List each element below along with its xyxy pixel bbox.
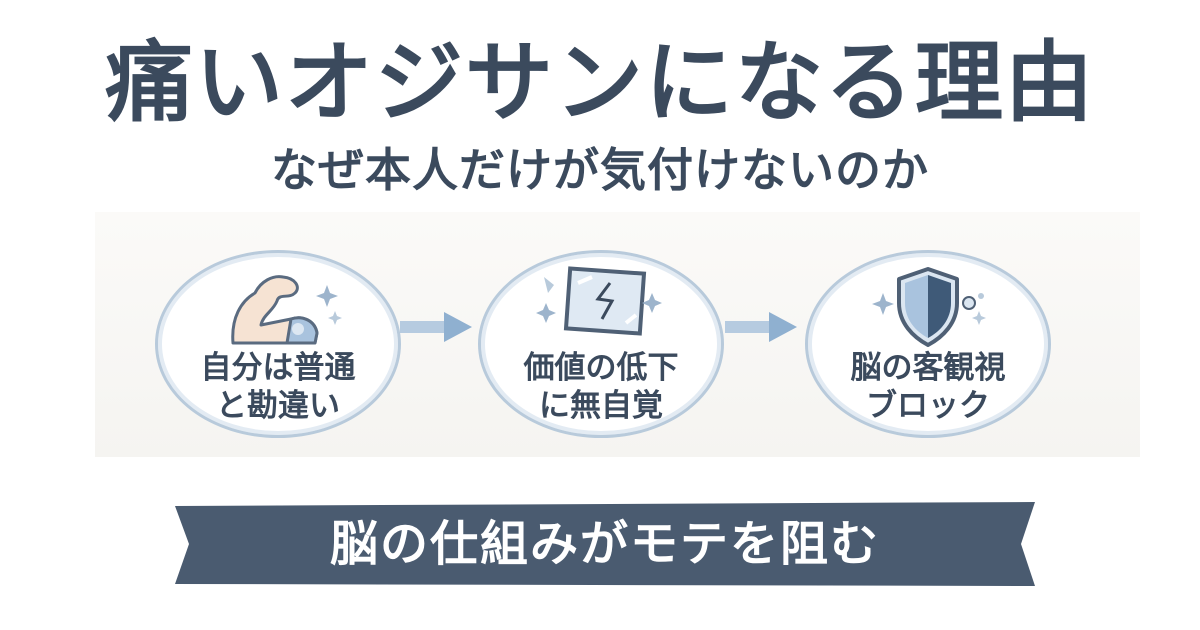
page-subtitle: なぜ本人だけが気付けないのか <box>271 143 929 197</box>
step-2-label: 価値の低下 に無自覚 <box>523 350 679 424</box>
step-2-circle: 価値の低下 に無自覚 <box>478 250 724 438</box>
bottom-banner <box>175 502 1035 586</box>
arrow-right-icon <box>400 312 472 342</box>
page-title: 痛いオジサンになる理由 <box>104 31 1095 134</box>
banner-text: 脳の仕組みがモテを阻む <box>329 516 880 572</box>
shield-icon <box>853 263 1003 349</box>
step-3-circle: 脳の客観視 ブロック <box>805 250 1051 438</box>
flexed-arm-icon <box>203 263 353 349</box>
step-1-circle: 自分は普通 と勘違い <box>155 250 401 438</box>
step-3-label: 脳の客観視 ブロック <box>850 350 1006 424</box>
cracked-mirror-icon <box>526 263 676 349</box>
step-1-label: 自分は普通 と勘違い <box>200 350 356 424</box>
arrow-right-icon <box>725 312 797 342</box>
